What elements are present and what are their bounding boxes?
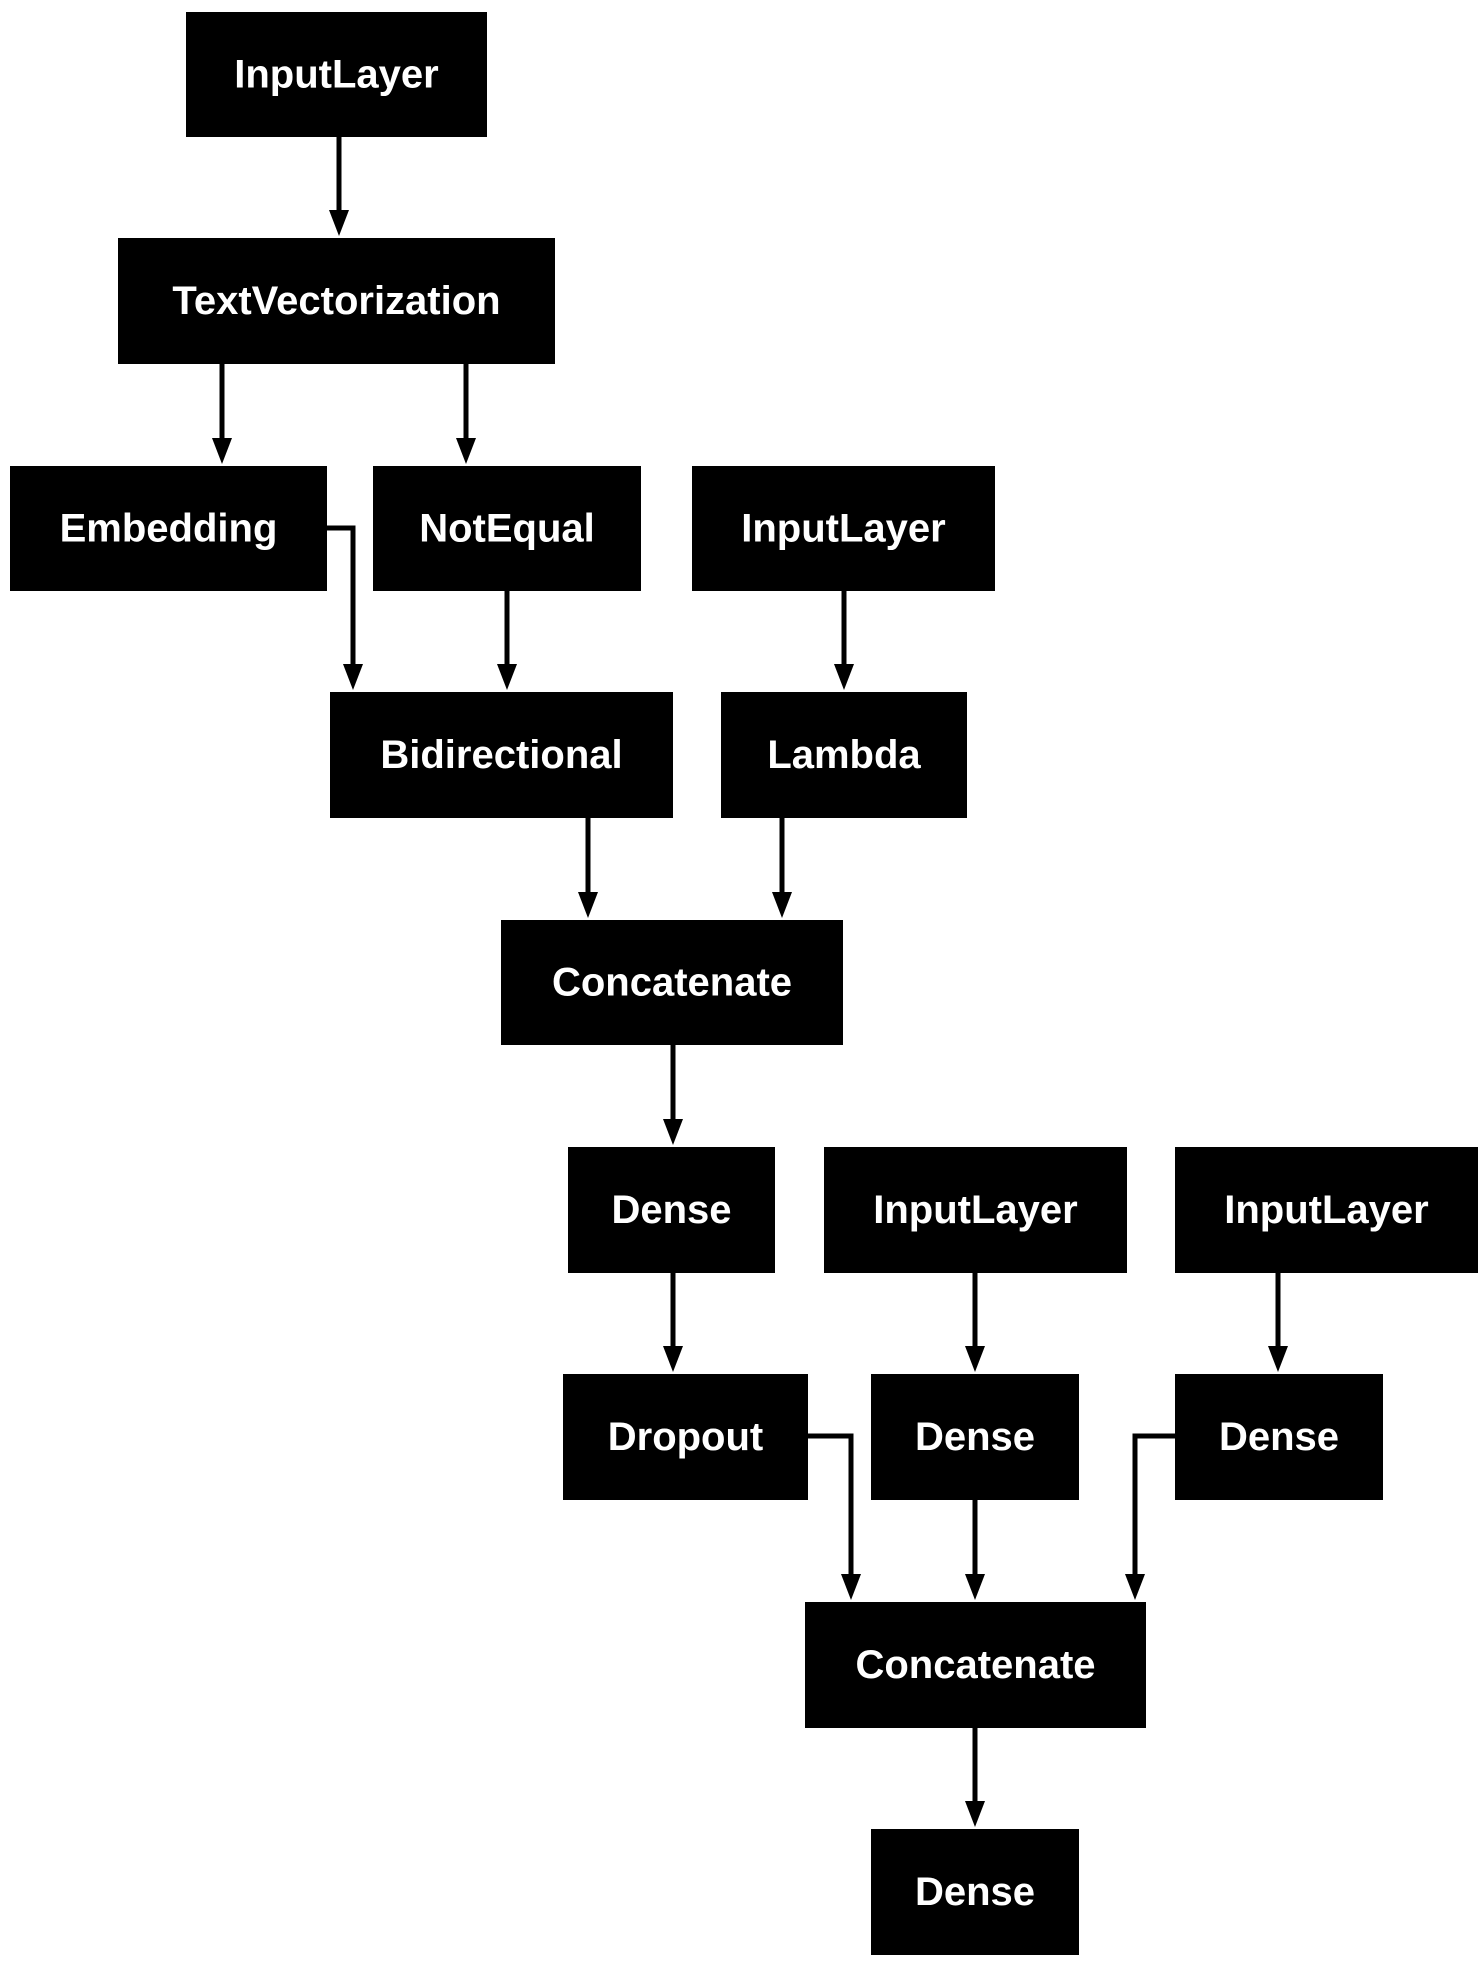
edge-input4-to-dense3 [1268, 1273, 1288, 1372]
node-label: Embedding [60, 507, 278, 551]
edge-textvec-to-embedding [212, 364, 232, 464]
arrowhead-icon [663, 1119, 683, 1145]
node-box [871, 1374, 1079, 1500]
arrowhead-icon [1268, 1346, 1288, 1372]
arrowhead-icon [965, 1346, 985, 1372]
arrowhead-icon [329, 210, 349, 236]
node-box [721, 692, 967, 818]
node-box [330, 692, 673, 818]
node-label: Lambda [767, 733, 921, 777]
node-label: InputLayer [873, 1188, 1077, 1232]
edge-dense1-to-dropout [663, 1273, 683, 1372]
node-box [118, 238, 555, 364]
node-dense1: Dense [568, 1147, 775, 1273]
edges [212, 137, 1288, 1827]
arrowhead-icon [497, 664, 517, 690]
node-box [824, 1147, 1127, 1273]
arrowhead-icon [456, 438, 476, 464]
arrowhead-icon [965, 1801, 985, 1827]
node-box [1175, 1147, 1478, 1273]
node-embedding: Embedding [10, 466, 327, 591]
edge-notequal-to-bidirectional [497, 591, 517, 690]
node-label: InputLayer [234, 53, 438, 97]
arrowhead-icon [1125, 1574, 1145, 1600]
node-box [501, 920, 843, 1045]
node-input1: InputLayer [186, 12, 487, 137]
arrowhead-icon [343, 664, 363, 690]
node-dense4: Dense [871, 1829, 1079, 1955]
edge-bidirectional-to-concat1 [578, 818, 598, 918]
arrowhead-icon [578, 892, 598, 918]
node-input4: InputLayer [1175, 1147, 1478, 1273]
node-dropout: Dropout [563, 1374, 808, 1500]
node-input3: InputLayer [824, 1147, 1127, 1273]
node-box [1175, 1374, 1383, 1500]
node-box [186, 12, 487, 137]
edge-textvec-to-notequal [456, 364, 476, 464]
node-notequal: NotEqual [373, 466, 641, 591]
node-dense2: Dense [871, 1374, 1079, 1500]
node-box [805, 1602, 1146, 1728]
node-label: InputLayer [741, 507, 945, 551]
edge-line [808, 1433, 854, 1574]
node-lambda: Lambda [721, 692, 967, 818]
edge-input3-to-dense2 [965, 1273, 985, 1372]
node-label: TextVectorization [172, 279, 500, 323]
node-concat1: Concatenate [501, 920, 843, 1045]
node-box [568, 1147, 775, 1273]
node-box [692, 466, 995, 591]
edge-embedding-to-bidirectional [327, 525, 363, 690]
edge-input2-to-lambda [834, 591, 854, 690]
edge-lambda-to-concat1 [772, 818, 792, 918]
edge-dense3-to-concat2 [1125, 1433, 1175, 1600]
node-label: Dense [915, 1415, 1035, 1459]
node-label: Dense [1219, 1415, 1339, 1459]
node-label: Concatenate [552, 961, 792, 1005]
node-dense3: Dense [1175, 1374, 1383, 1500]
arrowhead-icon [965, 1574, 985, 1600]
node-label: Bidirectional [380, 733, 622, 777]
node-label: NotEqual [419, 507, 595, 551]
edge-dense2-to-concat2 [965, 1500, 985, 1600]
arrowhead-icon [841, 1574, 861, 1600]
edge-line [327, 525, 356, 664]
edge-line [1132, 1433, 1175, 1574]
node-concat2: Concatenate [805, 1602, 1146, 1728]
node-label: Dense [915, 1870, 1035, 1914]
arrowhead-icon [772, 892, 792, 918]
node-box [871, 1829, 1079, 1955]
arrowhead-icon [663, 1346, 683, 1372]
node-textvec: TextVectorization [118, 238, 555, 364]
node-input2: InputLayer [692, 466, 995, 591]
edge-concat2-to-dense4 [965, 1728, 985, 1827]
node-label: Concatenate [855, 1643, 1095, 1687]
edge-concat1-to-dense1 [663, 1045, 683, 1145]
node-bidirectional: Bidirectional [330, 692, 673, 818]
edge-dropout-to-concat2 [808, 1433, 861, 1600]
arrowhead-icon [212, 438, 232, 464]
node-label: Dropout [608, 1415, 764, 1459]
node-label: InputLayer [1224, 1188, 1428, 1232]
node-box [373, 466, 641, 591]
node-box [563, 1374, 808, 1500]
node-label: Dense [611, 1188, 731, 1232]
node-box [10, 466, 327, 591]
arrowhead-icon [834, 664, 854, 690]
edge-input1-to-textvec [329, 137, 349, 236]
